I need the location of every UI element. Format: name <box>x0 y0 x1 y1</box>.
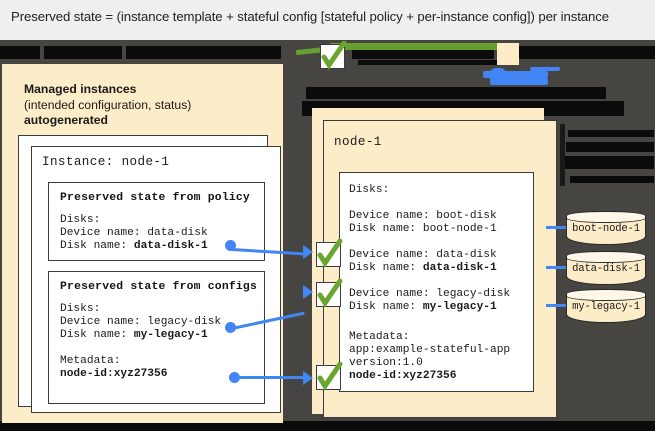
connector-origin-dot <box>225 322 236 333</box>
node-detail-line: version:1.0 <box>349 357 423 370</box>
blue-scribble-annotation <box>530 67 560 71</box>
node-detail-text: Metadata: <box>349 331 410 343</box>
redaction-bar <box>0 421 655 431</box>
configs-line: Disk name: my-legacy-1 <box>60 329 208 342</box>
node-detail-text: Device name: boot-disk <box>349 210 497 222</box>
configs-line-text: Metadata: <box>60 355 121 367</box>
disk-connector-line <box>546 226 568 230</box>
check-icon <box>320 41 347 70</box>
disk-label: boot-node-1 <box>572 223 640 235</box>
redaction-bar <box>126 46 281 59</box>
preserved-state-configs-box <box>48 271 265 404</box>
node-detail-value: my-legacy-1 <box>422 301 497 313</box>
policy-line-text: Disk name: <box>60 240 134 252</box>
managed-instances-heading-line2: (intended configuration, status) <box>24 97 192 112</box>
connector-arrowhead <box>303 371 313 385</box>
redaction-bar <box>564 156 654 169</box>
node-detail-text: app:example-stateful-app <box>349 344 511 356</box>
preserved-state-policy-title: Preserved state from policy <box>60 192 250 204</box>
connector-line <box>237 376 305 380</box>
policy-line: Disk name: data-disk-1 <box>60 240 208 253</box>
node-detail-line: Disk name: data-disk-1 <box>349 262 497 275</box>
check-glyph <box>321 41 347 70</box>
node-detail-line: Disk name: my-legacy-1 <box>349 301 497 314</box>
node-detail-text: Disk name: <box>349 262 423 274</box>
node-detail-box <box>339 172 534 392</box>
check-glyph <box>317 362 343 391</box>
redaction-bar <box>0 46 40 59</box>
disk-label: data-disk-1 <box>572 263 640 275</box>
cream-marker-block <box>497 43 519 65</box>
redaction-bar <box>44 46 122 59</box>
redaction-bar <box>306 87 606 99</box>
redaction-bar <box>560 124 565 186</box>
node-detail-line: app:example-stateful-app <box>349 344 510 357</box>
node-detail-text: version:1.0 <box>349 357 423 369</box>
blue-scribble-annotation <box>489 68 507 83</box>
disk-connector-line <box>546 266 568 270</box>
connector-origin-dot <box>225 240 236 251</box>
node-detail-value: data-disk-1 <box>422 262 497 274</box>
policy-line: Disks: <box>60 214 100 227</box>
redaction-bar <box>358 60 498 65</box>
redaction-bar <box>566 142 654 152</box>
disk-cylinder: boot-node-1 <box>565 210 646 245</box>
node-label: node-1 <box>334 135 382 149</box>
green-highlight-stroke <box>330 43 500 50</box>
configs-line-value: node-id:xyz27356 <box>60 368 168 380</box>
connector-arrowhead <box>303 285 313 299</box>
policy-line-text: Device name: data-disk <box>60 227 208 239</box>
disk-connector-line <box>546 304 568 308</box>
node-detail-line: Device name: data-disk <box>349 249 497 262</box>
redaction-bar <box>570 176 654 183</box>
configs-line: Device name: legacy-disk <box>60 316 221 329</box>
instance-label: Instance: node-1 <box>42 155 170 169</box>
node-detail-line: node-id:xyz27356 <box>349 370 456 383</box>
check-icon <box>316 362 343 391</box>
node-detail-text: Disk name: <box>349 301 423 313</box>
disk-cylinder: data-disk-1 <box>565 250 646 285</box>
policy-line: Device name: data-disk <box>60 227 208 240</box>
connector-arrowhead <box>303 245 313 259</box>
configs-line-value: my-legacy-1 <box>133 329 208 341</box>
configs-line-text: Disks: <box>60 303 101 315</box>
managed-instances-heading: Managed instances (intended configuratio… <box>24 82 191 129</box>
managed-instances-heading-line3: autogenerated <box>24 113 108 127</box>
node-detail-text: Device name: data-disk <box>349 249 497 261</box>
blue-scribble-annotation <box>483 71 548 78</box>
node-detail-line: Metadata: <box>349 331 409 344</box>
check-icon <box>316 279 343 308</box>
check-glyph <box>317 279 343 308</box>
configs-line: node-id:xyz27356 <box>60 368 167 381</box>
node-detail-text: Device name: legacy-disk <box>349 288 511 300</box>
node-detail-line: Device name: legacy-disk <box>349 288 510 301</box>
check-glyph <box>317 239 343 268</box>
node-detail-text: Disks: <box>349 184 390 196</box>
node-detail-line: Disks: <box>349 184 389 197</box>
policy-line-value: data-disk-1 <box>133 240 208 252</box>
disk-cylinder: my-legacy-1 <box>565 288 646 323</box>
node-detail-text: Disk name: boot-node-1 <box>349 223 497 235</box>
node-detail-value: node-id:xyz27356 <box>349 370 457 382</box>
node-detail-line: Device name: boot-disk <box>349 210 497 223</box>
configs-line-text: Disk name: <box>60 329 134 341</box>
check-icon <box>316 239 343 268</box>
page-title: Preserved state = (instance template + s… <box>11 9 609 24</box>
configs-line: Disks: <box>60 303 100 316</box>
configs-line: Metadata: <box>60 355 120 368</box>
managed-instances-heading-line1: Managed instances <box>24 82 137 96</box>
redaction-bar <box>518 46 655 59</box>
preserved-state-configs-title: Preserved state from configs <box>60 281 257 293</box>
connector-origin-dot <box>229 372 240 383</box>
disk-label: my-legacy-1 <box>572 301 640 313</box>
redaction-bar <box>568 130 654 137</box>
header-band <box>0 0 655 40</box>
blue-scribble-annotation <box>490 78 548 85</box>
policy-line-text: Disks: <box>60 214 101 226</box>
node-detail-line: Disk name: boot-node-1 <box>349 223 497 236</box>
configs-line-text: Device name: legacy-disk <box>60 316 222 328</box>
